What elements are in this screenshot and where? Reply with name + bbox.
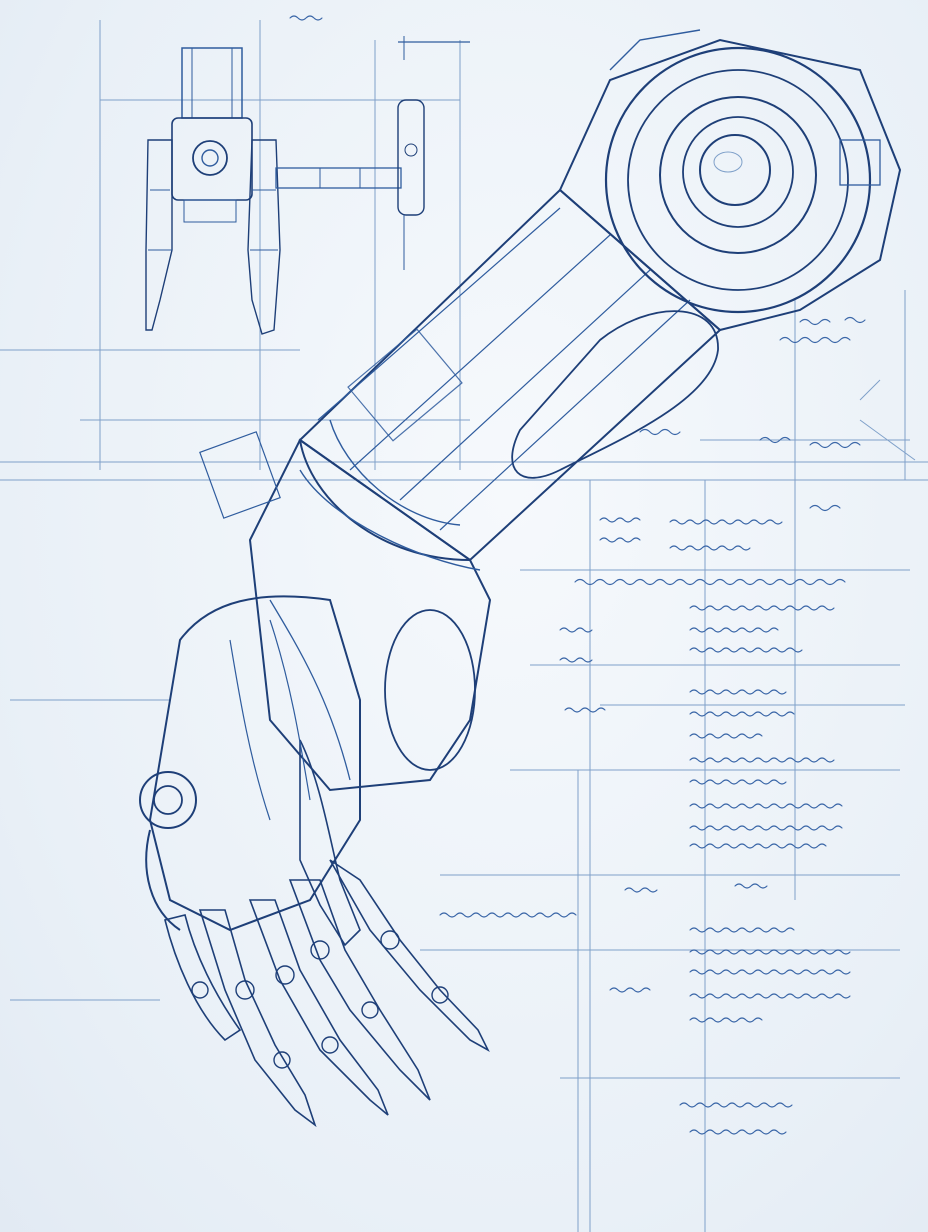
robotic-hand: [139, 595, 490, 1128]
spec-text-block: [439, 517, 851, 1135]
construction-lines: [0, 20, 928, 1232]
robotic-forearm: [199, 310, 719, 792]
robot-front-view-sketch: [145, 36, 470, 335]
handwritten-annotations: [289, 15, 866, 586]
robotic-upper-arm: [298, 38, 902, 562]
shoulder-joint-disc: [604, 29, 881, 314]
